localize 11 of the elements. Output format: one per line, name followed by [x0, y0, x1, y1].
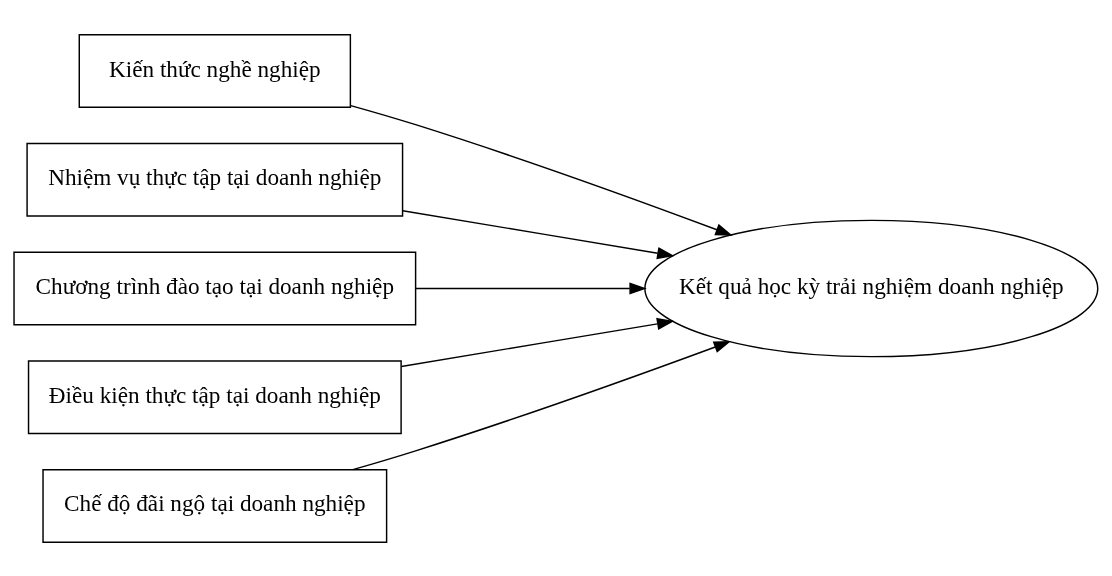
node-ellipse: Kết quả học kỳ trải nghiệm doanh nghiệp	[644, 219, 1099, 357]
arrow	[352, 340, 732, 470]
node-box: Điều kiện thực tập tại doanh nghiệp	[27, 359, 402, 434]
node-box: Chương trình đào tạo tại doanh nghiệp	[13, 251, 417, 325]
node-box: Nhiệm vụ thực tập tại doanh nghiệp	[26, 142, 404, 217]
arrow	[350, 104, 733, 236]
arrow	[401, 209, 675, 259]
node-box: Chế độ đãi ngộ tại doanh nghiệp	[42, 468, 388, 543]
arrow	[415, 281, 647, 295]
arrow	[400, 317, 675, 367]
node-box: Kiến thức nghề nghiệp	[78, 33, 352, 108]
